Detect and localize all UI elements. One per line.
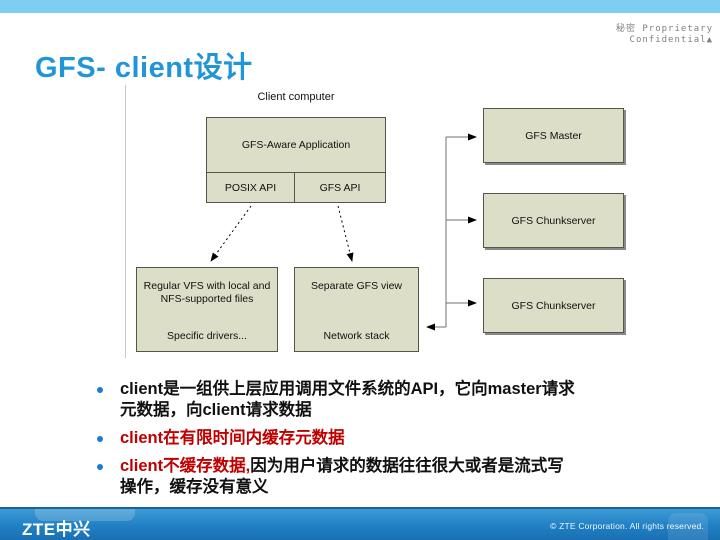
separate-gfs-view-box: Separate GFS view Network stack — [294, 267, 419, 352]
dashed-arrow-gfsapi-to-view — [337, 205, 354, 262]
gfs-chunkserver-label-1: GFS Chunkserver — [511, 214, 596, 227]
bullet-list: client是一组供上层应用调用文件系统的API，它向master请求元数据，向… — [92, 379, 677, 505]
posix-api-label: POSIX API — [224, 181, 277, 194]
zte-logo: ZTE中兴 — [22, 520, 91, 539]
bullet-dot — [97, 387, 103, 393]
gfs-master-label: GFS Master — [525, 129, 582, 142]
text-segment: client在有限时间内缓存元数据 — [120, 429, 345, 447]
classification-line-2: Confidential▲ — [629, 35, 713, 45]
posix-api-box: POSIX API — [206, 172, 295, 203]
gfs-api-label: GFS API — [319, 181, 361, 194]
gfs-aware-application-box: GFS-Aware Application — [206, 117, 386, 173]
footer-decoration-left — [35, 509, 135, 521]
text-segment: 操作，缓存没有意义 — [120, 478, 269, 496]
footer-decoration-right — [668, 513, 708, 540]
regular-vfs-box: Regular VFS with local and NFS-supported… — [136, 267, 278, 352]
separate-gfs-view-label: Separate GFS view — [310, 280, 403, 292]
gfs-master-box: GFS Master — [483, 108, 624, 163]
diagram-connectors — [210, 133, 477, 331]
bullet-dot — [97, 436, 103, 442]
text-segment: client是一组供上层应用调用文件系统的API，它向master请求 — [120, 380, 575, 398]
bullet-item: client不缓存数据,因为用户请求的数据往往很大或者是流式写操作，缓存没有意义 — [92, 456, 677, 498]
architecture-diagram: Client computer GFS-Aware Application PO… — [125, 85, 636, 358]
gfs-chunkserver-box-1: GFS Chunkserver — [483, 193, 624, 248]
text-segment: client不缓存数据, — [120, 457, 251, 475]
classification-text: 秘密 Proprietary Confidential▲ — [616, 24, 713, 46]
specific-drivers-label: Specific drivers... — [167, 330, 247, 342]
client-computer-label: Client computer — [257, 91, 335, 103]
text-segment: 因为用户请求的数据往往很大或者是流式写 — [250, 457, 564, 475]
gfs-chunkserver-box-2: GFS Chunkserver — [483, 278, 624, 333]
bullet-text: client不缓存数据,因为用户请求的数据往往很大或者是流式写操作，缓存没有意义 — [120, 456, 564, 498]
dashed-arrow-posix-to-vfs — [210, 205, 252, 262]
gfs-aware-application-label: GFS-Aware Application — [241, 139, 351, 151]
gfs-chunkserver-label-2: GFS Chunkserver — [511, 299, 596, 312]
top-accent-bar — [0, 0, 720, 13]
slide-title: GFS- client设计 — [35, 52, 253, 84]
gfs-api-box: GFS API — [294, 172, 386, 203]
bullet-item: client在有限时间内缓存元数据 — [92, 428, 677, 449]
bullet-dot — [97, 464, 103, 470]
copyright-text: © ZTE Corporation. All rights reserved. — [550, 521, 704, 531]
text-segment: 元数据，向client请求数据 — [120, 401, 312, 419]
bullet-item: client是一组供上层应用调用文件系统的API，它向master请求元数据，向… — [92, 379, 677, 421]
bullet-text: client是一组供上层应用调用文件系统的API，它向master请求元数据，向… — [120, 379, 575, 421]
footer-bar: ZTE中兴 © ZTE Corporation. All rights rese… — [0, 507, 720, 540]
regular-vfs-label: Regular VFS with local and NFS-supported… — [143, 280, 271, 305]
network-stack-label: Network stack — [323, 330, 390, 342]
bullet-text: client在有限时间内缓存元数据 — [120, 428, 345, 449]
classification-line-1: 秘密 Proprietary — [615, 24, 713, 34]
